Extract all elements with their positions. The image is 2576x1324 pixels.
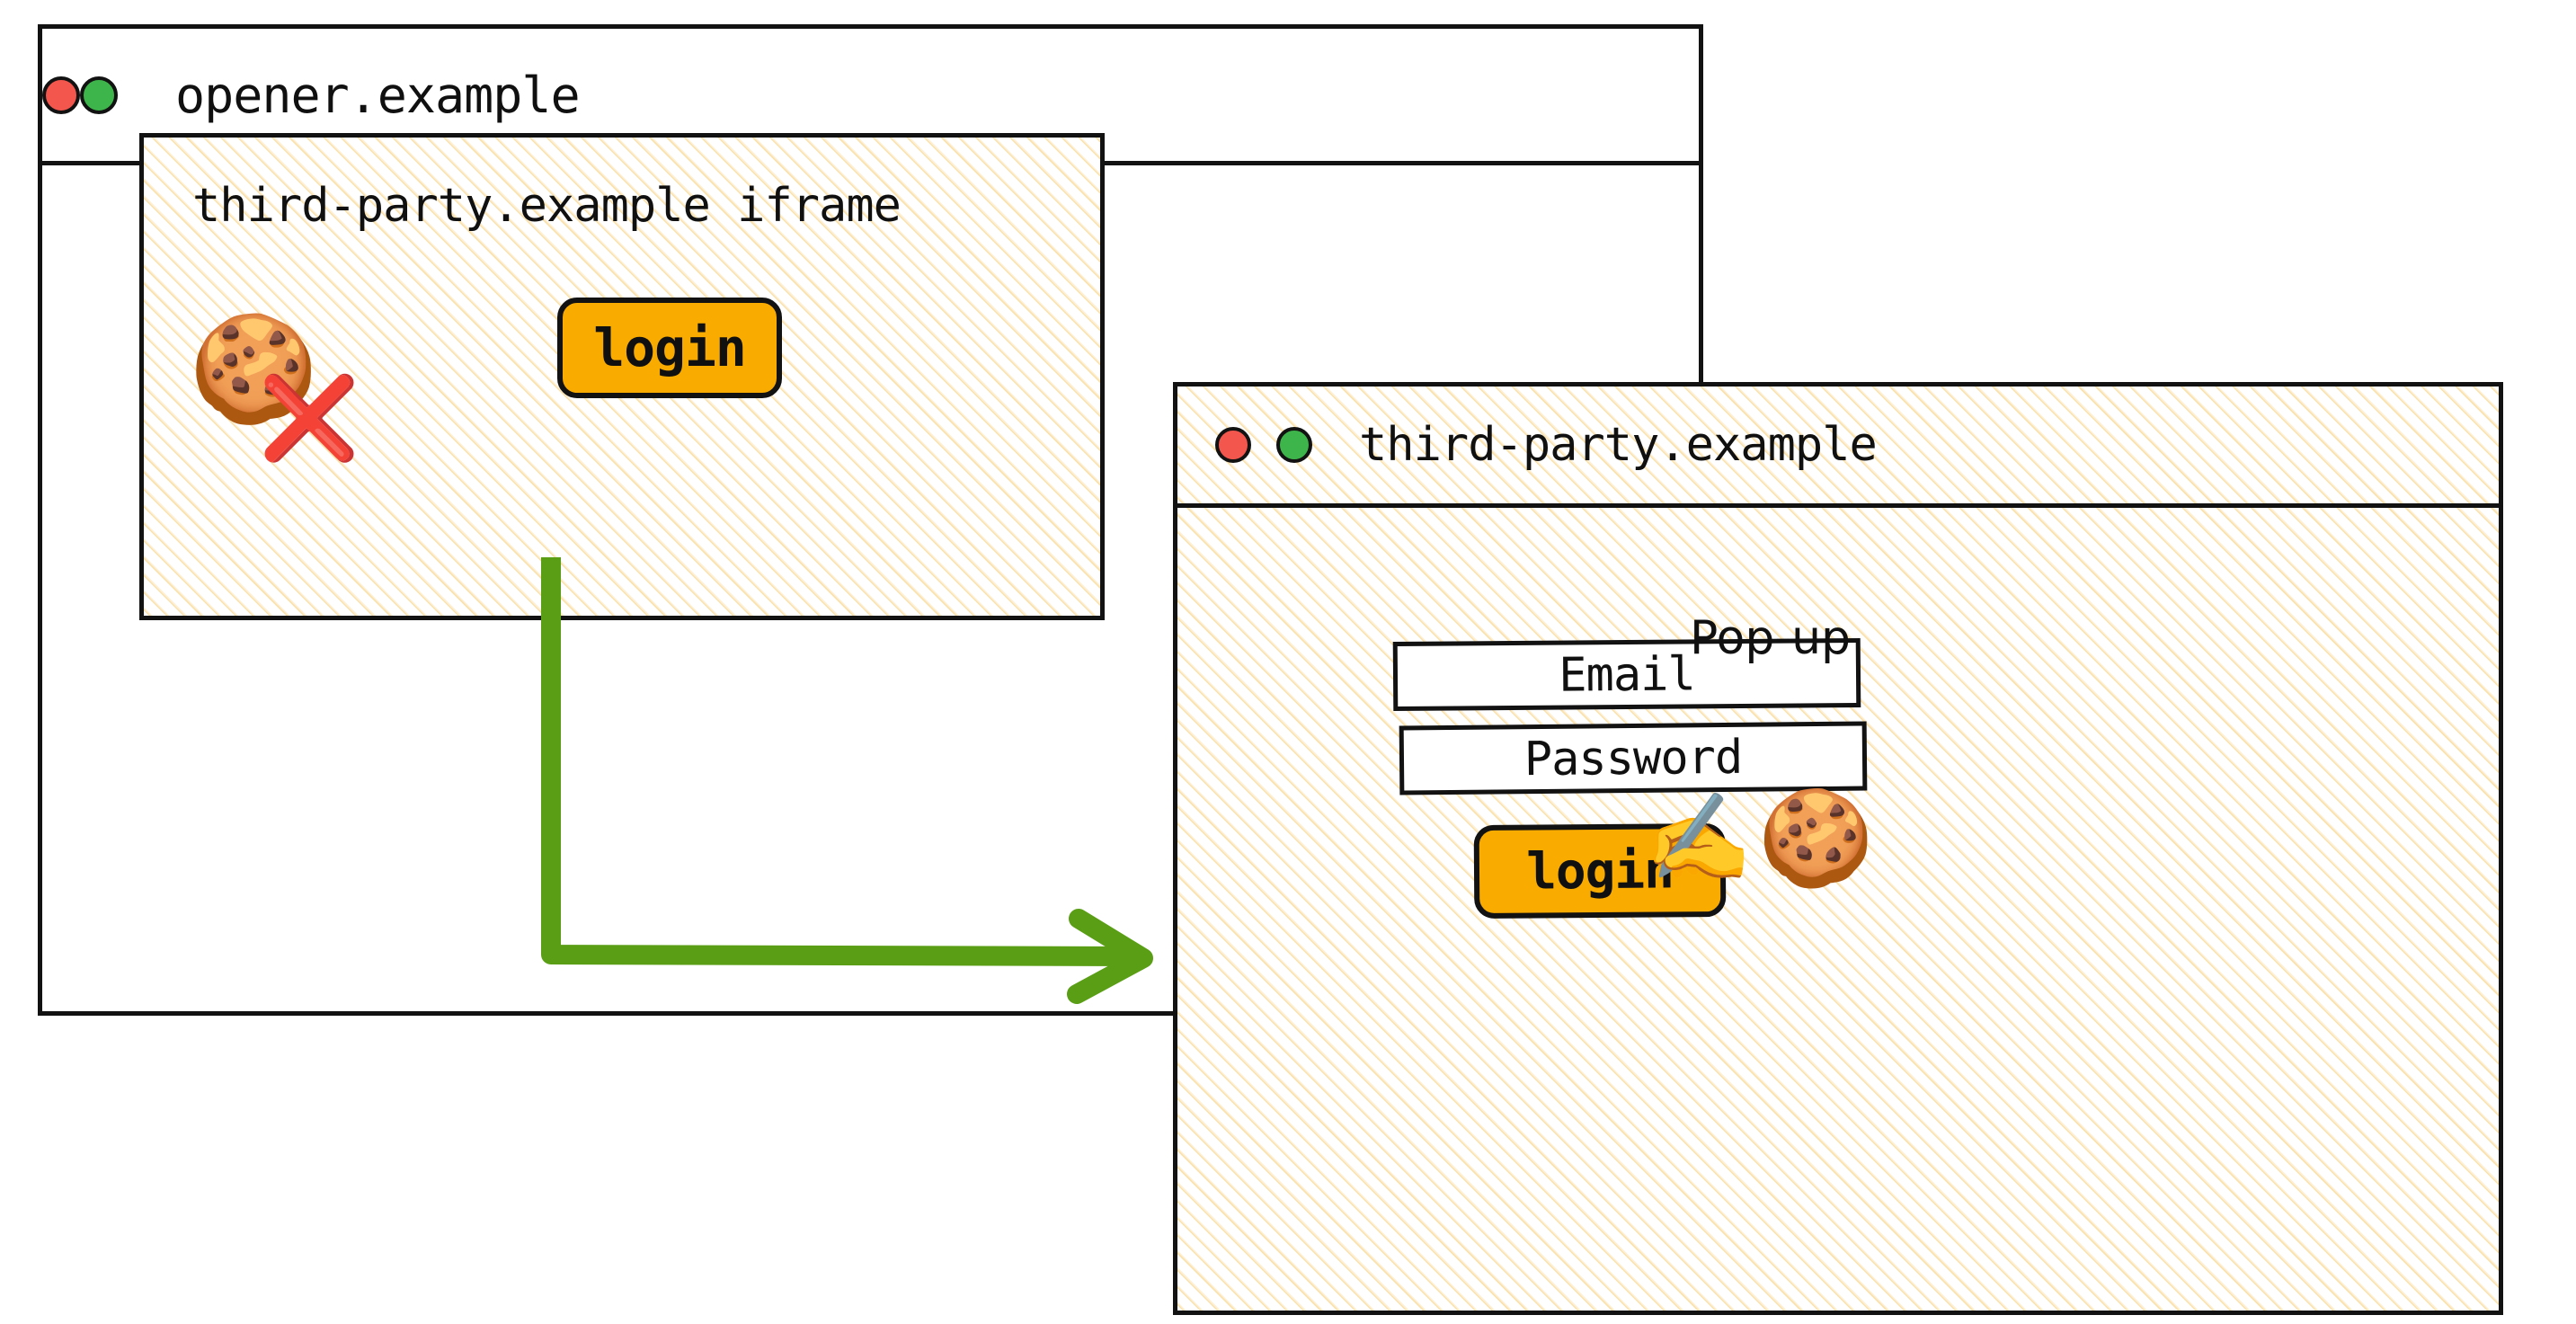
blocked-cookie-group: 🍪 ❌ xyxy=(189,317,404,497)
popup-annotation-label: Pop-up xyxy=(1690,611,1852,665)
popup-body: Email Password login Pop-up ✍️ 🍪 xyxy=(1177,508,2499,1311)
popup-window: third-party.example Email Password login… xyxy=(1173,382,2503,1315)
popup-titlebar: third-party.example xyxy=(1177,387,2499,508)
opener-window-title: opener.example xyxy=(175,66,581,124)
writing-hand-icon: ✍️ xyxy=(1645,787,1753,888)
close-dot-icon[interactable] xyxy=(42,76,80,114)
iframe-title: third-party.example iframe xyxy=(192,179,902,233)
cookie-icon: 🍪 xyxy=(1757,783,1875,893)
close-dot-icon[interactable] xyxy=(1215,427,1251,463)
cookie-icon: 🍪 xyxy=(189,308,319,430)
cross-mark-icon: ❌ xyxy=(259,371,360,466)
popup-window-title: third-party.example xyxy=(1359,418,1878,472)
minimize-dot-icon[interactable] xyxy=(1276,427,1312,463)
third-party-iframe: third-party.example iframe 🍪 ❌ login xyxy=(139,133,1105,620)
cookie-write-group: ✍️ 🍪 xyxy=(1645,791,1874,884)
minimize-dot-icon[interactable] xyxy=(80,76,118,114)
iframe-login-button[interactable]: login xyxy=(557,298,782,398)
